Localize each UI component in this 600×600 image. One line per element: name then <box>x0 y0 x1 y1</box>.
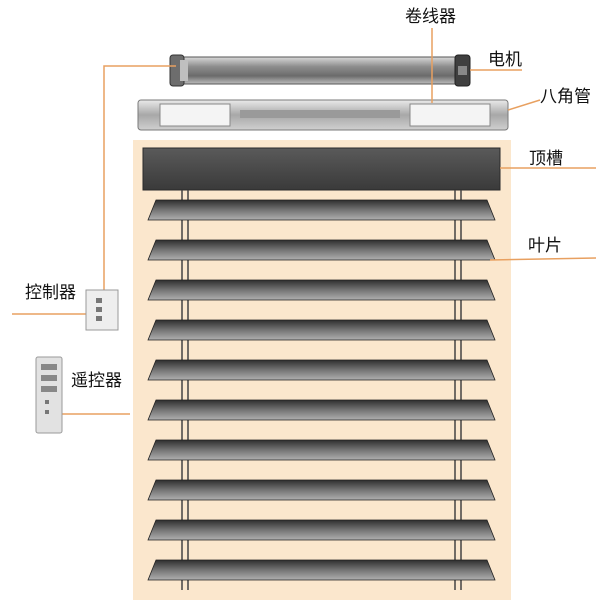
roller-tube <box>169 54 471 87</box>
label-slats: 叶片 <box>528 236 562 256</box>
leader-slats <box>489 257 597 261</box>
headrail <box>142 147 501 191</box>
remote-control <box>35 356 63 434</box>
label-headrail: 顶槽 <box>529 149 563 169</box>
label-motor: 电机 <box>488 50 522 70</box>
slat <box>147 319 496 341</box>
slat <box>147 559 496 581</box>
slat <box>147 199 496 221</box>
slat <box>147 279 496 301</box>
slats <box>147 199 496 581</box>
leader-octagon <box>507 99 541 111</box>
slat <box>147 479 496 501</box>
slat <box>147 519 496 541</box>
slat <box>147 439 496 461</box>
label-remote: 遥控器 <box>71 371 122 391</box>
slat <box>147 399 496 421</box>
label-octagon-tube: 八角管 <box>540 87 591 107</box>
leader-lines <box>12 28 597 415</box>
label-controller: 控制器 <box>25 283 76 303</box>
leader-controller-wire <box>103 65 176 290</box>
slat <box>147 359 496 381</box>
label-winder: 卷线器 <box>405 7 456 27</box>
slat <box>147 239 496 261</box>
octagon-tube <box>137 99 509 131</box>
wall-controller <box>85 289 119 331</box>
